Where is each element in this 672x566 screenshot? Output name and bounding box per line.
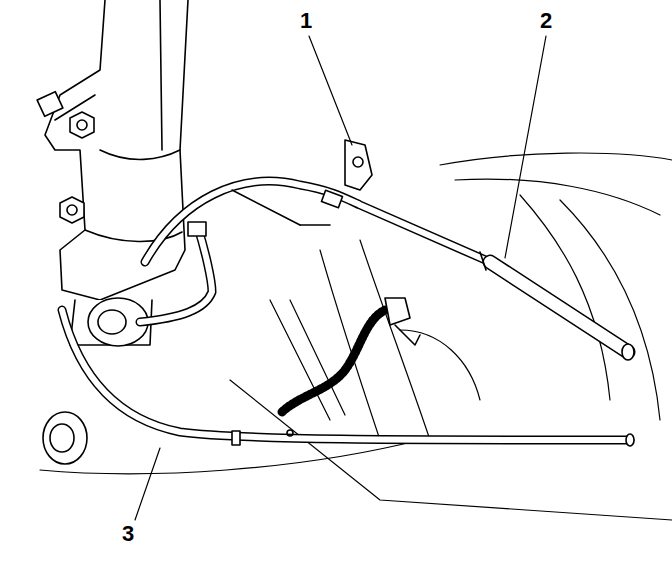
cable-bracket bbox=[345, 140, 372, 190]
wire-harness bbox=[282, 298, 420, 412]
callout-number: 1 bbox=[300, 10, 312, 32]
brake-cable-lower bbox=[62, 310, 634, 446]
strut-assembly bbox=[37, 0, 188, 300]
leader-lines bbox=[135, 36, 546, 520]
stabilizer-link bbox=[140, 222, 212, 322]
brake-cable-upper bbox=[145, 181, 634, 360]
callout-number: 3 bbox=[122, 523, 134, 545]
callout-number: 2 bbox=[540, 10, 552, 32]
